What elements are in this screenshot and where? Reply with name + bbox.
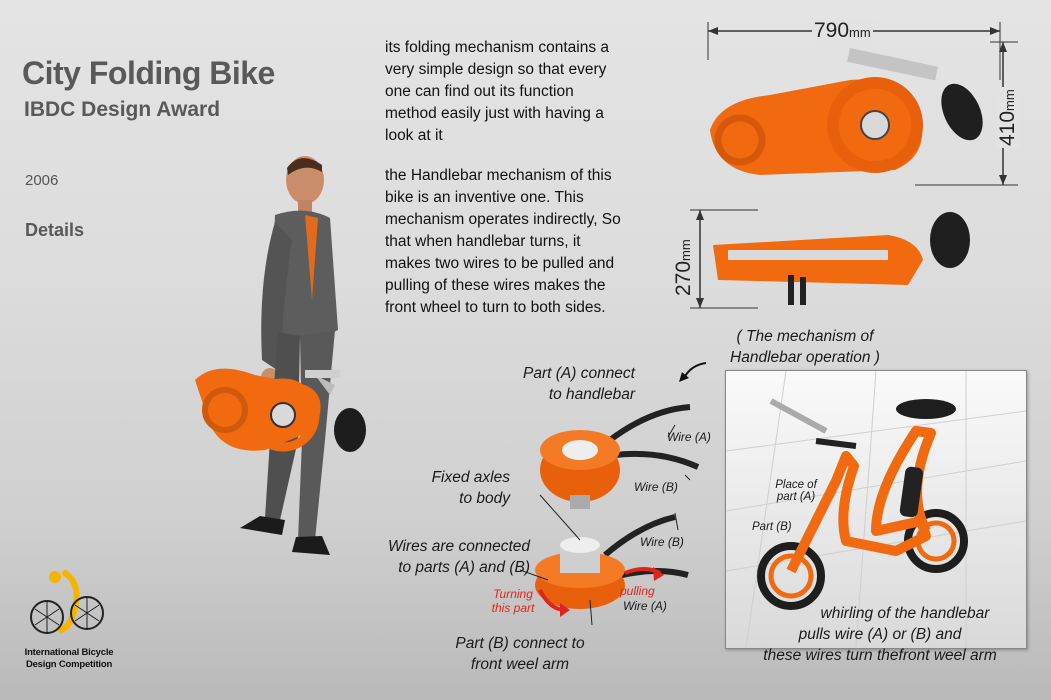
caption-line3: these wires turn thefront weel arm <box>763 647 997 664</box>
length-value: 790 <box>814 19 850 42</box>
part-b-line1: Part (B) connect to <box>455 635 585 652</box>
turning-label: Turning this part <box>483 587 543 615</box>
mechanism-heading-line1: ( The mechanism of <box>736 328 874 345</box>
place-line1: Place of <box>775 479 817 491</box>
mechanism-exploded-diagram <box>520 404 700 625</box>
pulling-label: pulling <box>620 584 655 598</box>
description-paragraph-1: its folding mechanism contains a very si… <box>385 39 610 144</box>
wire-b-label: Wire (B) <box>634 480 678 494</box>
logo-line2: Design Competition <box>25 659 113 670</box>
wires-connected-line1: Wires are connected <box>387 538 530 555</box>
wire-b-label-2: Wire (B) <box>640 535 684 549</box>
wire-a-label: Wire (A) <box>667 430 711 444</box>
description-paragraph-2: the Handlebar mechanism of this bike is … <box>385 167 621 316</box>
page-subtitle: IBDC Design Award <box>24 98 221 121</box>
side-view-dimension-drawing <box>707 22 1018 186</box>
height-unit: mm <box>1002 89 1017 111</box>
length-unit: mm <box>849 25 871 40</box>
logo-caption: International Bicycle Design Competition <box>24 647 114 671</box>
turning-line1: Turning <box>493 587 533 601</box>
unfolded-bike-photo <box>726 371 1026 648</box>
folded-bike-carried <box>195 368 366 452</box>
ibdc-logo <box>30 570 104 634</box>
section-heading: Details <box>25 220 85 240</box>
top-view-dimension-drawing <box>690 209 970 309</box>
photo-part-b-label: Part (B) <box>752 521 792 533</box>
wires-connected-label: Wires are connected to parts (A) and (B) <box>330 536 530 578</box>
place-line2: part (A) <box>776 491 816 503</box>
part-a-line2: to handlebar <box>548 386 635 403</box>
length-dimension: 790mm <box>812 19 873 43</box>
caption-line2: pulls wire (A) or (B) and <box>798 626 962 643</box>
part-a-line1: Part (A) connect <box>523 365 635 382</box>
bike-photo-panel: Place of part (A) Part (B) <box>725 370 1027 649</box>
fixed-axles-line2: to body <box>459 490 510 507</box>
width-unit: mm <box>678 239 693 261</box>
mechanism-heading: ( The mechanism of Handlebar operation ) <box>705 326 905 368</box>
place-of-part-a-label: Place of part (A) <box>766 479 826 503</box>
part-b-label: Part (B) connect to front weel arm <box>440 633 600 675</box>
mechanism-heading-line2: Handlebar operation ) <box>730 349 880 366</box>
height-dimension: 410mm <box>996 87 1020 148</box>
height-value: 410 <box>996 110 1019 146</box>
width-value: 270 <box>672 260 695 296</box>
wires-connected-line2: to parts (A) and (B) <box>398 559 530 576</box>
page-title: City Folding Bike <box>22 55 275 91</box>
part-a-label: Part (A) connect to handlebar <box>495 363 635 405</box>
caption-line1: whirling of the handlebar <box>820 605 990 622</box>
logo-line1: International Bicycle <box>24 647 114 658</box>
wire-a-label-2: Wire (A) <box>623 599 667 613</box>
fixed-axles-label: Fixed axles to body <box>400 467 510 509</box>
year-label: 2006 <box>25 172 59 189</box>
width-dimension: 270mm <box>672 239 696 296</box>
photo-caption: whirling of the handlebar pulls wire (A)… <box>730 603 1030 666</box>
fixed-axles-line1: Fixed axles <box>431 469 510 486</box>
part-b-line2: front weel arm <box>470 656 570 673</box>
arrow-icon <box>679 362 707 382</box>
turning-line2: this part <box>491 601 535 615</box>
